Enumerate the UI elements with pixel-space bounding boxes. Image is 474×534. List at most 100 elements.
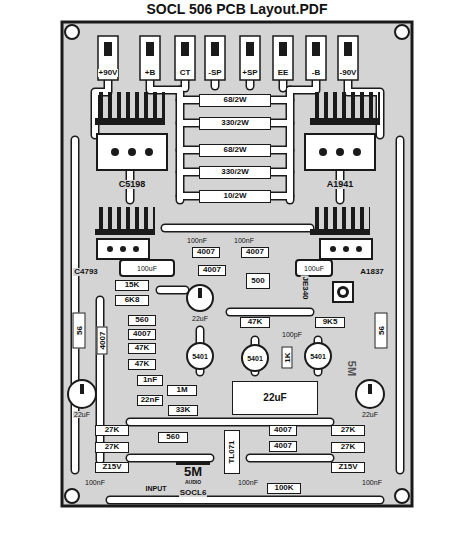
power-resistor: 330/2W bbox=[199, 166, 271, 179]
part-value: 9K5 bbox=[323, 318, 338, 326]
part-value: 100nF bbox=[361, 479, 383, 486]
terminal-label: -SP bbox=[207, 69, 222, 77]
part-value: 1K bbox=[283, 352, 291, 362]
component-box: 9K5 bbox=[315, 317, 345, 328]
component-box: Z15V bbox=[331, 462, 365, 473]
part-value: 27K bbox=[341, 443, 356, 451]
part-value: 500 bbox=[251, 277, 264, 285]
component-box: 27K bbox=[331, 442, 365, 453]
part-name: JE340 bbox=[301, 275, 309, 300]
part-value: 4007 bbox=[274, 426, 292, 434]
component-box: 22nF bbox=[137, 395, 163, 406]
component-box: 1M bbox=[167, 385, 197, 396]
component-box: 1nF bbox=[137, 375, 163, 386]
part-value: 560 bbox=[135, 316, 148, 324]
board-logo: AUDIO bbox=[184, 480, 202, 485]
trimmer-pot bbox=[333, 282, 353, 302]
component-box: 4007 bbox=[269, 441, 297, 452]
part-value: 33K bbox=[176, 406, 191, 414]
component-box: 27K bbox=[331, 425, 365, 436]
terminal-label: +SP bbox=[241, 69, 258, 77]
part-value: 560 bbox=[166, 433, 179, 441]
mounting-holes bbox=[65, 25, 409, 503]
part-value: 22nF bbox=[141, 396, 160, 404]
part-value: 1M bbox=[176, 386, 187, 394]
part-value: 1nF bbox=[143, 376, 157, 384]
terminal-label: +90V bbox=[98, 69, 119, 77]
part-value: 100nF bbox=[186, 237, 208, 244]
part-value: 22uF bbox=[263, 393, 286, 403]
small-transistor bbox=[187, 343, 331, 371]
terminal-label: CT bbox=[179, 69, 192, 77]
part-value: 6K8 bbox=[125, 296, 140, 304]
component-box: 47K bbox=[128, 359, 156, 370]
part-value: 100K bbox=[274, 484, 293, 492]
part-value: 100pF bbox=[281, 331, 303, 338]
terminal-label: -90V bbox=[339, 69, 358, 77]
part-value: 47K bbox=[135, 344, 150, 352]
board-logo: SOCL6 bbox=[179, 489, 208, 497]
part-value: 100nF bbox=[233, 237, 255, 244]
part-value: 4007 bbox=[246, 248, 264, 256]
part-value: 15K bbox=[125, 281, 140, 289]
part-value: 56 bbox=[75, 326, 83, 335]
part-value: 56 bbox=[377, 326, 385, 335]
power-resistor: 68/2W bbox=[199, 94, 271, 107]
part-value: 4007 bbox=[197, 248, 215, 256]
part-value: 27K bbox=[341, 426, 356, 434]
component-box: 4007 bbox=[198, 265, 226, 276]
power-resistor: 10/2W bbox=[199, 190, 271, 203]
part-value: 100nF bbox=[237, 479, 259, 486]
terminal-block bbox=[98, 36, 358, 80]
part-value: 27K bbox=[105, 426, 120, 434]
part-value: 27K bbox=[105, 443, 120, 451]
terminal-label: +B bbox=[144, 69, 156, 77]
part-value: 47K bbox=[135, 360, 150, 368]
transistor-pads bbox=[107, 148, 362, 252]
component-box: 1K bbox=[282, 346, 293, 368]
part-name: A1837 bbox=[359, 268, 385, 276]
part-value: TL071 bbox=[228, 440, 236, 463]
component-box: 4007 bbox=[269, 425, 297, 436]
part-name: 5401 bbox=[191, 353, 209, 360]
board-logo: 5M bbox=[183, 465, 203, 478]
capacitor-box: 22uF bbox=[232, 381, 318, 415]
part-value: 330/2W bbox=[221, 168, 249, 176]
component-box: 4007 bbox=[241, 247, 269, 258]
component-box: 560 bbox=[158, 432, 188, 443]
power-resistor: 68/2W bbox=[199, 144, 271, 157]
part-value: 22uF bbox=[361, 411, 379, 418]
part-value: 47K bbox=[248, 318, 263, 326]
component-box: 100K bbox=[267, 483, 301, 494]
part-name: A1941 bbox=[326, 180, 355, 189]
page-title: SOCL 506 PCB Layout.PDF bbox=[146, 1, 327, 17]
watermark: 5M bbox=[347, 359, 358, 376]
part-value: 68/2W bbox=[223, 96, 246, 104]
part-value: 4007 bbox=[98, 331, 106, 349]
part-value: 4007 bbox=[133, 330, 151, 338]
component-box: 47K bbox=[240, 317, 270, 328]
component-box: 4007 bbox=[192, 247, 220, 258]
component-box: 47K bbox=[128, 343, 156, 354]
ic-package: TL071 bbox=[224, 430, 240, 474]
component-box: 15K bbox=[115, 280, 149, 291]
component-box: 27K bbox=[95, 442, 129, 453]
part-value: 100nF bbox=[84, 479, 106, 486]
part-name: 5401 bbox=[309, 353, 327, 360]
component-box: 33K bbox=[168, 405, 198, 416]
trimmer-box: 500 bbox=[246, 273, 270, 289]
component-box: Z15V bbox=[95, 462, 129, 473]
component-box: 56 bbox=[73, 312, 86, 348]
part-value: 100uF bbox=[303, 265, 325, 272]
trace-outline bbox=[75, 64, 400, 500]
component-box: 27K bbox=[95, 425, 129, 436]
transistor-symbol bbox=[97, 134, 375, 259]
copper-trace bbox=[75, 64, 400, 500]
component-box: 6K8 bbox=[115, 295, 149, 306]
part-value: Z15V bbox=[102, 463, 121, 471]
component-box: 56 bbox=[375, 312, 388, 348]
power-resistor: 330/2W bbox=[199, 117, 271, 130]
part-value: 22uF bbox=[73, 411, 91, 418]
terminal-label: EE bbox=[277, 69, 290, 77]
terminal-label: -B bbox=[311, 69, 321, 77]
